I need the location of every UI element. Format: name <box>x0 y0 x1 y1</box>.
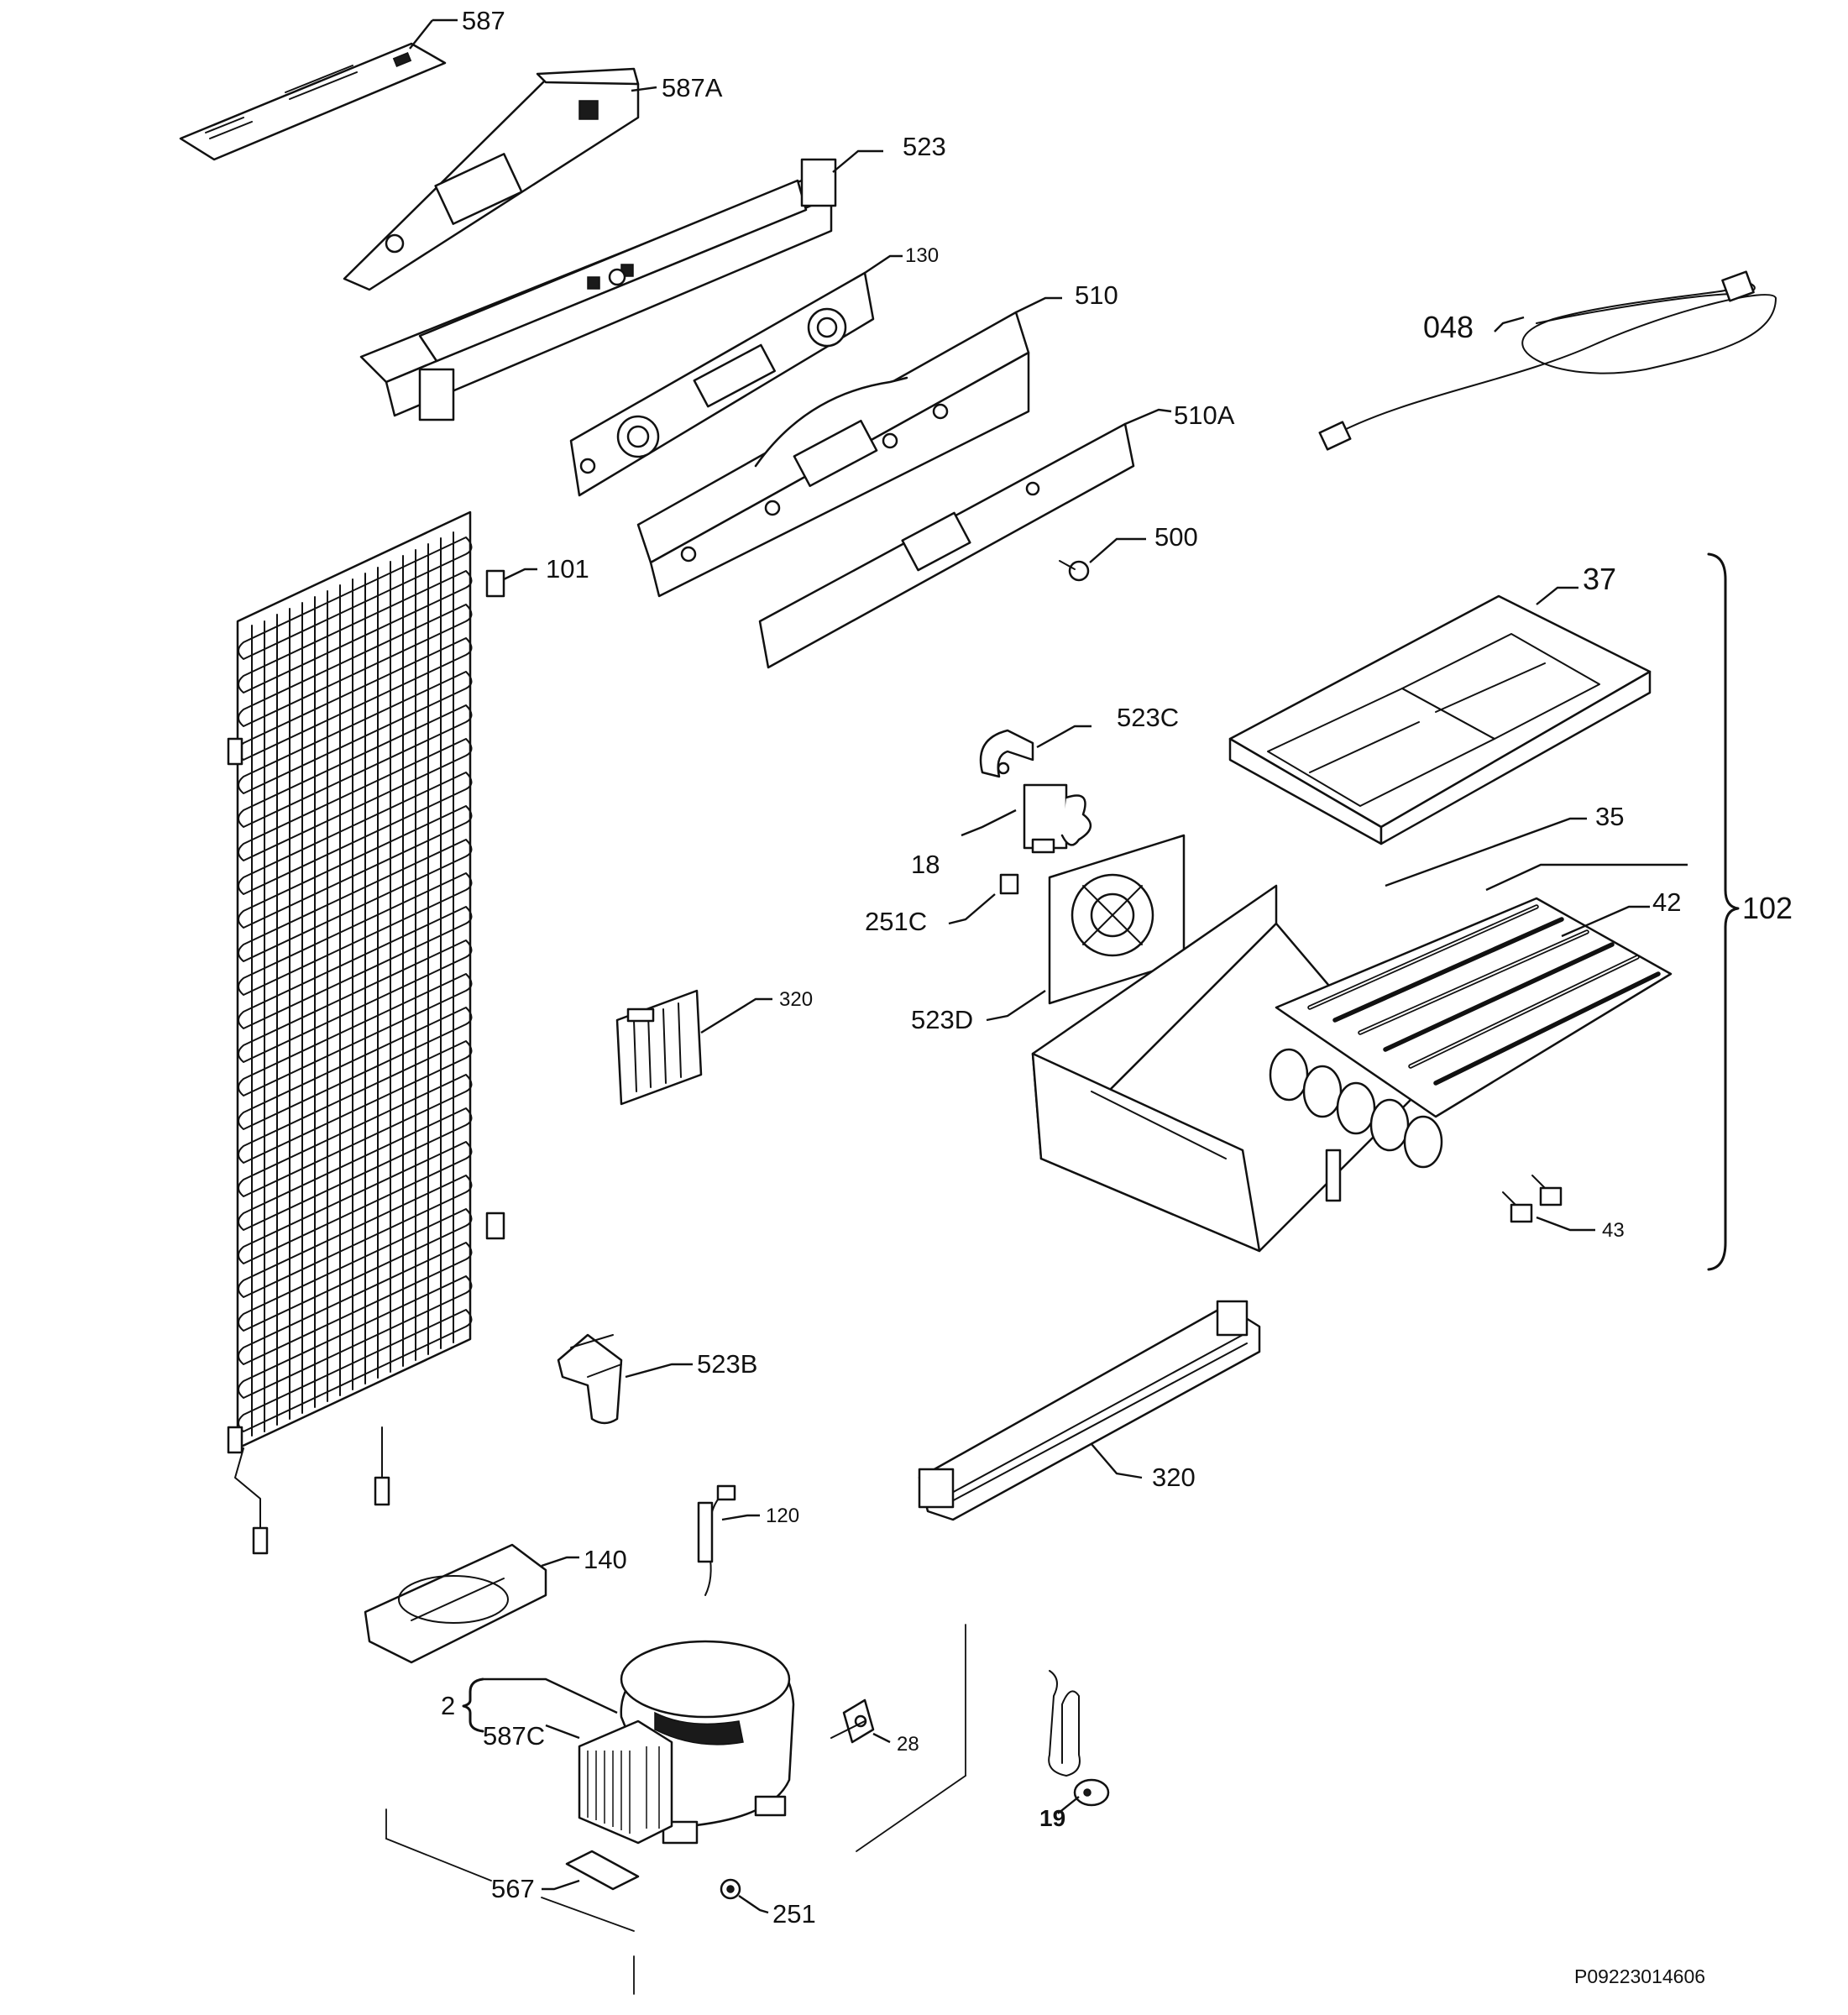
callout-587a: 587A <box>662 73 723 102</box>
callout-523d: 523D <box>911 1005 973 1034</box>
part-42-evaporator-coil <box>1269 897 1673 1169</box>
part-320-air-grille <box>615 989 772 1106</box>
part-587c-relay <box>545 1719 673 1845</box>
condenser-tube <box>238 1175 473 1298</box>
condenser-tube <box>238 1275 473 1399</box>
part-43-connectors <box>1502 1175 1595 1232</box>
condenser-tube <box>238 536 473 660</box>
part-28-bracket <box>830 1698 891 1744</box>
condenser-tube <box>238 872 473 996</box>
part-140-drip-tray <box>364 1543 579 1664</box>
callout-102: 102 <box>1742 891 1793 925</box>
condenser-tube <box>238 906 473 1029</box>
part-251-nut <box>720 1878 769 1914</box>
condenser-tube <box>238 939 473 1063</box>
part-320-door-shelf <box>918 1300 1261 1521</box>
compressor-compartment-outline <box>385 1624 966 1995</box>
callout-523: 523 <box>903 132 946 161</box>
part-523b-clip <box>557 1333 693 1425</box>
callout-28: 28 <box>897 1733 919 1756</box>
callout-251c: 251C <box>865 907 927 936</box>
part-19-power-cord <box>1048 1670 1110 1814</box>
callout-43: 43 <box>1602 1219 1625 1242</box>
callout-523b: 523B <box>697 1349 757 1379</box>
part-120-sensor <box>697 1484 760 1596</box>
part-101-condenser <box>227 510 537 1555</box>
callout-18: 18 <box>911 850 940 879</box>
part-048-sensor-cable <box>1318 270 1777 451</box>
part-523-control-housing <box>359 149 883 421</box>
part-37-evaporator-cover <box>1228 586 1652 845</box>
callout-587: 587 <box>462 6 505 35</box>
callout-567: 567 <box>491 1874 535 1903</box>
condenser-tube <box>238 1141 473 1264</box>
callout-140: 140 <box>584 1545 627 1574</box>
callout-19: 19 <box>1039 1805 1065 1831</box>
callout-35: 35 <box>1595 802 1624 831</box>
callout-42: 42 <box>1652 887 1681 917</box>
callout-101: 101 <box>546 554 589 584</box>
part-18-fan-motor <box>961 783 1092 854</box>
part-523c-fan-bracket <box>979 725 1092 778</box>
condenser-tube <box>238 772 473 895</box>
part-130-display-board <box>569 254 903 497</box>
callout-130: 130 <box>905 244 939 267</box>
part-523d-fan-shroud <box>986 834 1186 1022</box>
condenser-tube <box>238 671 473 794</box>
condenser-tube <box>238 1208 473 1332</box>
callout-510: 510 <box>1075 280 1118 310</box>
condenser-tube <box>238 570 473 693</box>
part-500-screw <box>1059 537 1146 582</box>
condenser-tube <box>238 973 473 1096</box>
condenser-tube <box>238 1242 473 1365</box>
part-587-control-board <box>179 18 458 161</box>
callout-251: 251 <box>772 1899 816 1929</box>
brace-102-group <box>1707 552 1740 1271</box>
part-510a-decor-foil <box>758 408 1172 669</box>
condenser-tube <box>238 1007 473 1130</box>
condenser-tube <box>238 805 473 929</box>
condenser-tube <box>238 1107 473 1231</box>
callout-587c: 587C <box>483 1721 545 1751</box>
callout-37: 37 <box>1583 562 1616 596</box>
brace-2-group <box>462 1677 618 1733</box>
part-587a-board <box>343 67 657 291</box>
condenser-tube <box>238 604 473 727</box>
callout-510a: 510A <box>1174 400 1235 430</box>
part-510-display-cover <box>636 296 1062 598</box>
callout-320-shelf: 320 <box>1152 1463 1196 1492</box>
condenser-tube <box>238 704 473 828</box>
part-567-plate <box>542 1850 640 1891</box>
condenser-tube <box>238 1309 473 1432</box>
callout-523c: 523C <box>1117 703 1179 732</box>
condenser-tube <box>238 1040 473 1164</box>
callout-500: 500 <box>1154 522 1198 552</box>
condenser-tube <box>238 1074 473 1197</box>
callout-320-grille: 320 <box>779 988 813 1011</box>
reference-code: P09223014606 <box>1574 1965 1705 1987</box>
condenser-tube <box>238 738 473 861</box>
condenser-tube <box>238 839 473 962</box>
callout-048: 048 <box>1423 310 1474 344</box>
callout-120: 120 <box>766 1505 799 1527</box>
callout-2: 2 <box>441 1691 455 1720</box>
part-251c-cap <box>948 873 1019 925</box>
